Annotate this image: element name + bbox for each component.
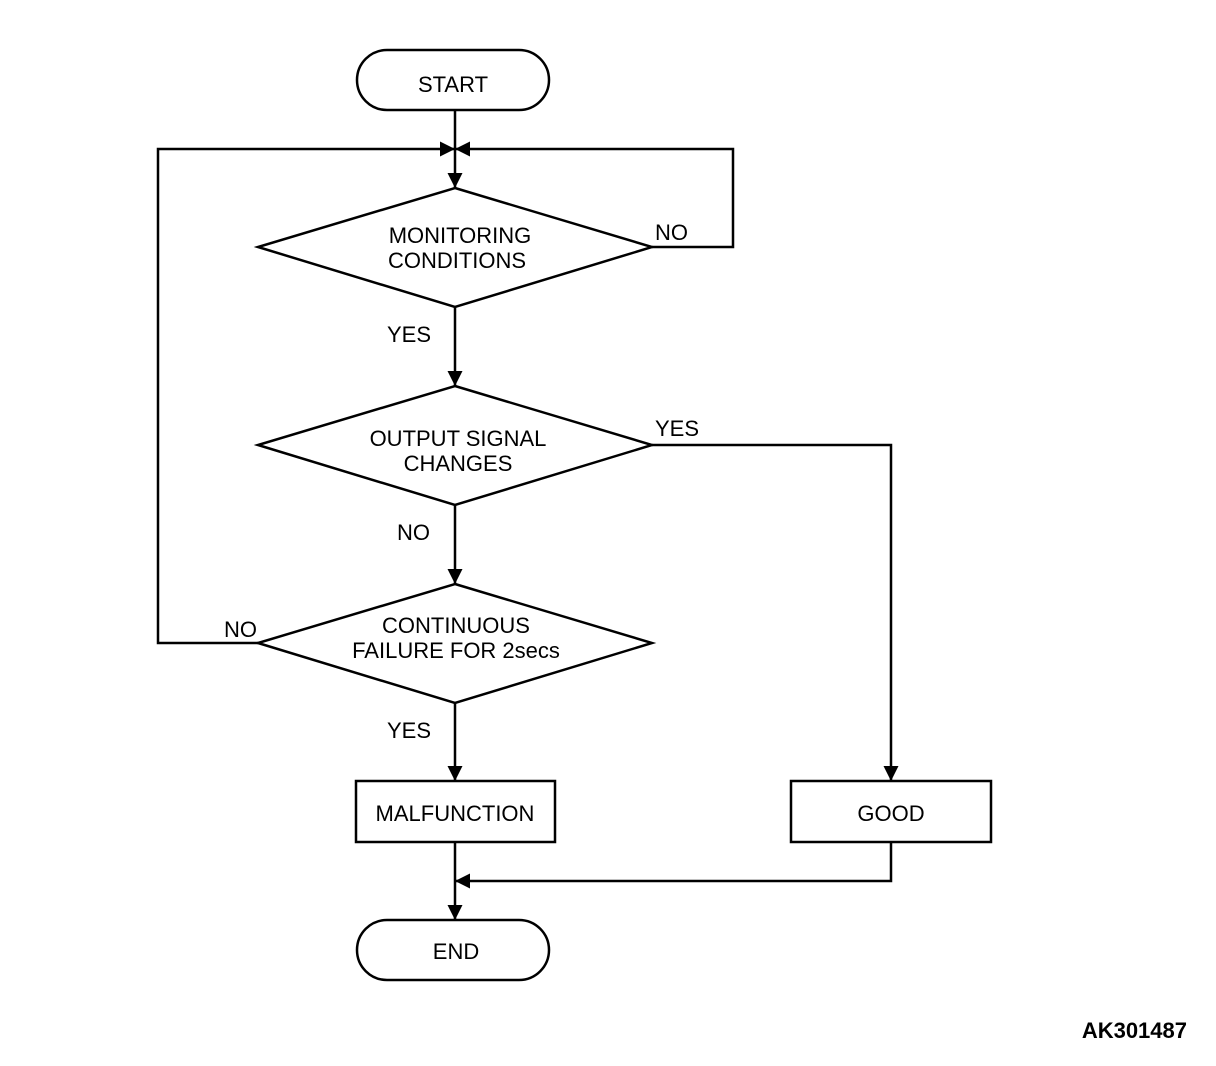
continuous-label-line2: FAILURE FOR 2secs — [352, 638, 560, 663]
monitoring-yes-label: YES — [387, 322, 431, 347]
monitoring-no-label: NO — [655, 220, 688, 245]
output-label-line1: OUTPUT SIGNAL — [370, 426, 547, 451]
connector-good-to-end — [455, 842, 893, 889]
start-label: START — [418, 72, 488, 97]
output-signal-decision: OUTPUT SIGNAL CHANGES — [253, 384, 657, 507]
continuous-yes-label: YES — [387, 718, 431, 743]
figure-id: AK301487 — [1082, 1018, 1187, 1043]
monitoring-conditions-decision: MONITORING CONDITIONS — [253, 186, 657, 309]
monitoring-label-line1: MONITORING — [389, 223, 532, 248]
end-terminator: END — [355, 918, 551, 982]
output-no-label: NO — [397, 520, 430, 545]
end-label: END — [433, 939, 479, 964]
start-terminator: START — [355, 48, 551, 112]
connector-continuous-no-loop — [156, 141, 455, 645]
output-label-line2: CHANGES — [404, 451, 513, 476]
continuous-label-line1: CONTINUOUS — [382, 613, 530, 638]
connector-output-yes-to-good — [652, 443, 899, 781]
output-yes-label: YES — [655, 416, 699, 441]
connector-monitoring-no-loop — [455, 141, 735, 249]
continuous-no-label: NO — [224, 617, 257, 642]
malfunction-label: MALFUNCTION — [376, 801, 535, 826]
good-box: GOOD — [789, 779, 993, 844]
good-label: GOOD — [857, 801, 924, 826]
malfunction-box: MALFUNCTION — [354, 779, 557, 844]
continuous-failure-decision: CONTINUOUS FAILURE FOR 2secs — [253, 582, 657, 705]
monitoring-label-line2: CONDITIONS — [388, 248, 526, 273]
